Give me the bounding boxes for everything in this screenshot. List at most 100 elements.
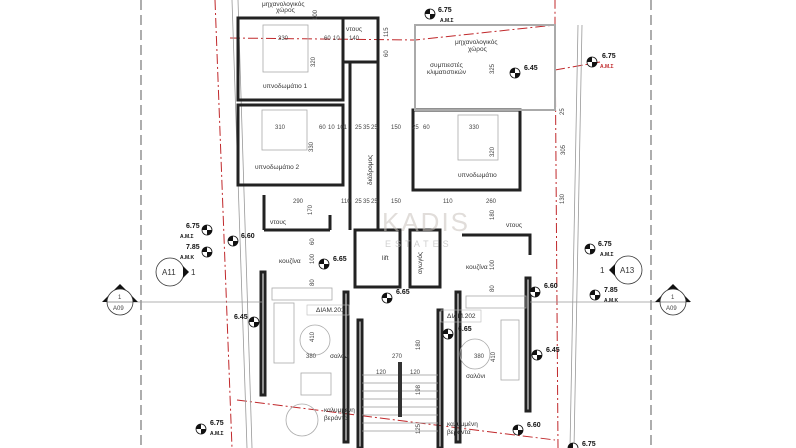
dimension: 140 [349, 36, 360, 42]
level-value: 6.65 [396, 289, 410, 296]
watermark-brand: KADIS [382, 207, 470, 237]
dimension: 125 [416, 423, 422, 434]
level-marker-icon [442, 328, 454, 340]
room-label: σαλόνι [466, 372, 486, 380]
section-number: 1 [191, 268, 196, 277]
dimension: 60 [310, 238, 316, 245]
dimension: 110 [341, 199, 351, 205]
dimension: 10 [328, 125, 335, 131]
room-label: ντους [506, 222, 522, 229]
section-marker-a13: A13 1 [600, 255, 643, 285]
room-label: καλυμμένη [447, 420, 478, 428]
dimension: 80 [490, 285, 496, 292]
dimension: 325 [490, 63, 496, 74]
room-label: ντους [270, 219, 286, 226]
dimension: 25 [371, 125, 378, 131]
dimension: 10 [333, 36, 340, 42]
walls [236, 16, 556, 448]
room-label: υπνοδωμάτιο [458, 171, 497, 179]
level-label: Α.Μ.Κ [604, 298, 619, 304]
room-label: κουζίνα [279, 257, 301, 265]
level-marker-icon [529, 286, 541, 298]
level-value: 6.45 [546, 347, 560, 354]
section-marker-a09-right: 1 A09 [655, 284, 691, 316]
room-label: διάδρομος [366, 155, 374, 185]
level-value: 7.85 [604, 287, 618, 294]
level-value: 7.85 [186, 244, 200, 251]
dimension: 330 [469, 125, 480, 131]
level-value: 6.60 [241, 233, 255, 240]
level-label: Α.Μ.Σ [180, 234, 194, 240]
room-labels: μηχανολογικός χώρος μηχανολογικός χώρος … [255, 0, 522, 436]
level-value: 6.65 [458, 326, 472, 333]
dimension: 130 [560, 193, 566, 204]
section-sheet: A13 [620, 266, 635, 275]
level-label: Α.Μ.Κ [180, 255, 195, 261]
room-label: κουζίνα [466, 263, 488, 271]
dimension: 25 [412, 125, 419, 131]
dimension: 60 [324, 36, 331, 42]
dimension: 120 [410, 370, 421, 376]
room-label: χώρος [468, 45, 487, 53]
room-label: αγωγός [416, 252, 424, 274]
dimension: 120 [376, 370, 387, 376]
dimension: 198 [416, 384, 422, 395]
dimensions: 100 330 60 10 140 115 60 320 310 60 10 1… [275, 9, 567, 434]
level-value: 6.75 [582, 441, 596, 448]
dimension: 320 [311, 56, 317, 67]
dimension: 305 [561, 144, 567, 155]
level-value: 6.75 [210, 420, 224, 427]
dimension: 100 [310, 253, 316, 264]
level-value: 6.60 [544, 283, 558, 290]
dimension: 25 [355, 125, 362, 131]
level-marker-icon [589, 289, 601, 301]
level-label: Α.Μ.Σ [600, 252, 614, 258]
room-label: ντους [346, 26, 362, 33]
level-marker-icon [584, 243, 596, 255]
room-label: υπνοδωμάτιο 2 [255, 163, 300, 171]
dimension: 260 [486, 199, 497, 205]
level-marker-icon [381, 292, 393, 304]
dimension: 290 [293, 199, 304, 205]
dimension: 101 [337, 125, 348, 131]
dimension: 180 [490, 209, 496, 220]
furniture [110, 24, 690, 437]
level-marker-icon [318, 258, 330, 270]
room-label: βεράντα [447, 428, 471, 436]
level-marker-icon [424, 8, 436, 20]
section-marker-a11: A11 1 [155, 257, 196, 287]
room-label: μηχανολογικός [455, 38, 497, 46]
level-label: Α.Μ.Σ [210, 431, 224, 437]
level-marker-icon [531, 349, 543, 361]
dimension: 60 [319, 125, 326, 131]
dimension: 310 [275, 125, 286, 131]
section-number: 1 [671, 295, 675, 301]
level-value: 6.75 [598, 241, 612, 248]
section-sheet: A09 [113, 306, 124, 312]
dimension: 410 [491, 351, 497, 362]
section-sheet: A09 [666, 306, 677, 312]
room-label: κλιματιστικών [427, 68, 466, 76]
room-label: υπνοδωμάτιο 1 [263, 82, 308, 90]
room-label: καλυμμένη [324, 406, 355, 414]
dimension: 380 [306, 354, 317, 360]
stairs [362, 362, 438, 432]
room-label: βεράντα [324, 414, 348, 422]
level-marker-icon [509, 67, 521, 79]
dimension: 60 [423, 125, 430, 131]
dimension: 80 [310, 279, 316, 286]
room-label: lift [382, 255, 389, 262]
section-sheet: A11 [162, 268, 176, 277]
level-value: 6.75 [438, 7, 452, 14]
level-value: 6.75 [602, 53, 616, 60]
dimension: 330 [309, 141, 315, 152]
dimension: 25 [560, 108, 566, 115]
level-marker-icon [248, 316, 260, 328]
dimension: 110 [443, 199, 453, 205]
level-value: 6.65 [333, 256, 347, 263]
level-marker-icon [227, 235, 239, 247]
dimension: 35 [363, 125, 370, 131]
level-marker-icon [201, 224, 213, 236]
level-value: 6.45 [524, 65, 538, 72]
